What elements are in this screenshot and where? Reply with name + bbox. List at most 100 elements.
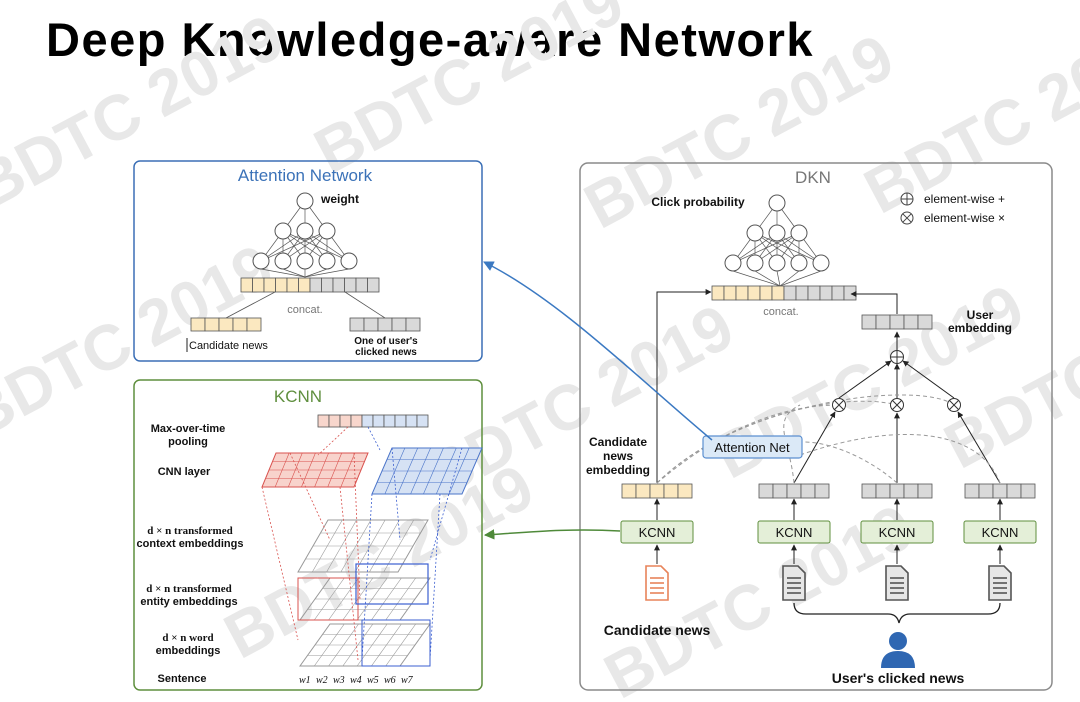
vector-cell — [875, 314, 891, 330]
vector-cell — [735, 285, 749, 301]
watermark-text: BDTC 2019 — [0, 0, 295, 222]
candidate-news-label: Candidate news — [604, 622, 711, 638]
concat-link — [344, 291, 386, 319]
mul3-to-sum-arrow — [902, 360, 955, 399]
attention-candidate-label: Candidate news — [189, 340, 268, 352]
user-embedding-label-1: User — [967, 308, 994, 322]
entity-label-2: entity embeddings — [140, 596, 237, 608]
vector-cell — [298, 277, 311, 293]
vector-cell — [903, 314, 919, 330]
mlp-node — [318, 252, 336, 270]
click3-to-mul3-arrow — [957, 411, 1001, 484]
attention-net-box: Attention Net — [702, 435, 803, 459]
maxpool-label-1: Max-over-time — [151, 423, 226, 435]
cnn-blue-grid — [371, 447, 483, 495]
sentence-word: w2 — [316, 675, 328, 686]
kcnn-box: KCNN — [860, 520, 934, 544]
vector-cell — [875, 483, 891, 499]
dkn-embedding-vectors — [621, 483, 1036, 499]
mlp-node — [790, 224, 808, 242]
mlp-node — [340, 252, 358, 270]
mlp-node — [296, 252, 314, 270]
user-to-concat-arrow — [850, 291, 898, 314]
multiply-node — [947, 398, 961, 412]
sentence-word: w7 — [401, 675, 414, 686]
dkn-concat-candidate — [711, 285, 785, 301]
dkn-panel-border — [579, 162, 1053, 691]
mlp-node — [746, 224, 764, 242]
kcnn-box-label: KCNN — [776, 525, 813, 540]
vector-cell — [377, 317, 393, 332]
dkn-to-kcnn-arrow — [483, 529, 621, 540]
user-embedding-label-2: embedding — [948, 321, 1012, 335]
clicked-embedding-cells — [964, 483, 1036, 499]
kcnn-box-rect — [757, 520, 831, 544]
dkn-mlp — [724, 194, 830, 287]
kcnn-embedding-stack — [261, 414, 483, 667]
mlp-node — [296, 222, 314, 240]
dkn-panel-title: DKN — [795, 168, 831, 187]
mlp-edge — [260, 230, 328, 262]
vector-cell — [759, 285, 773, 301]
grid-outline — [297, 519, 429, 573]
multiply-node — [890, 398, 904, 412]
dkn-concat-label: concat. — [763, 306, 798, 318]
document-icons — [645, 565, 1012, 601]
candidate-cells — [190, 317, 262, 332]
vector-cell — [405, 317, 421, 332]
attention-net-label: Attention Net — [714, 440, 790, 455]
kcnn-box-rect — [963, 520, 1037, 544]
operator-legend: element-wise + element-wise × — [900, 192, 1005, 225]
multiply-stroke — [892, 400, 902, 410]
vector-cell — [339, 414, 352, 428]
projection-line-red — [353, 452, 361, 601]
vector-cell — [663, 483, 679, 499]
mlp-edge — [754, 270, 781, 287]
candidate-embedding-label-3: embedding — [586, 463, 650, 477]
red-window — [297, 577, 359, 621]
kcnn-panel-title: KCNN — [274, 387, 322, 406]
maxpool-label-2: pooling — [168, 436, 208, 448]
mlp-edge — [304, 268, 328, 278]
vector-cell — [1020, 483, 1036, 499]
click1-to-mul1-arrow — [793, 411, 836, 484]
vector-cell — [332, 277, 345, 293]
word-label-2: embeddings — [156, 645, 221, 657]
vector-cell — [190, 317, 206, 332]
document-icon — [885, 565, 909, 601]
pooling-blue — [361, 414, 429, 428]
candidate-embedding-label-1: Candidate — [589, 435, 647, 449]
mlp-edge — [304, 268, 350, 278]
multiply-stroke — [834, 400, 844, 410]
context-label-1: d × n transformed — [147, 525, 232, 537]
users-clicked-news-label: User's clicked news — [832, 670, 965, 686]
vector-cell — [1006, 483, 1022, 499]
legend-plus-label: element-wise + — [924, 192, 1005, 206]
clicked-news-brace — [793, 602, 1001, 624]
vector-cell — [246, 317, 262, 332]
vector-cell — [843, 285, 857, 301]
kcnn-box-rect — [860, 520, 934, 544]
candidate-embedding-cells — [621, 483, 693, 499]
sentence-word: w4 — [350, 675, 362, 686]
mlp-node — [724, 254, 742, 272]
kcnn-box: KCNN — [620, 520, 694, 544]
kcnn-box-label: KCNN — [879, 525, 916, 540]
cnn-red-grid — [261, 452, 369, 488]
mlp-edge — [282, 230, 328, 262]
vector-cell — [814, 483, 830, 499]
vector-cell — [747, 285, 761, 301]
vector-cell — [889, 314, 905, 330]
vector-cell — [831, 285, 845, 301]
watermark-text: BDTC 2019 — [303, 0, 635, 187]
context-label-2: context embeddings — [137, 538, 244, 550]
concat-clicked-part — [309, 277, 380, 293]
plus-legend-icon — [900, 192, 914, 206]
kcnn-box-rect — [620, 520, 694, 544]
page-title: Deep Knowledge-aware Network — [46, 13, 815, 66]
blue-window — [355, 563, 429, 605]
attention-panel-title: Attention Network — [238, 166, 373, 185]
vector-cell — [405, 414, 418, 428]
